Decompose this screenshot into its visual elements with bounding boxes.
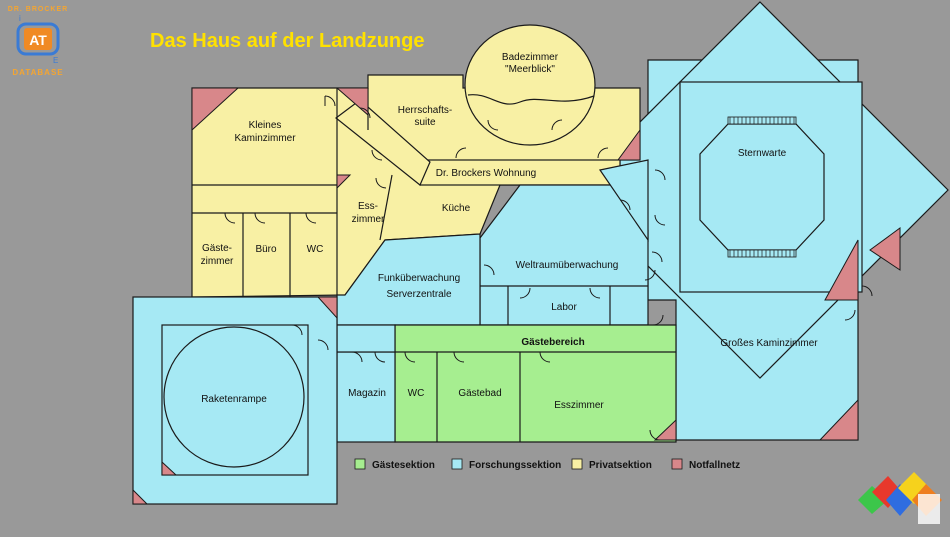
legend-swatch-gast xyxy=(354,458,366,470)
legend-label-forschung: Forschungssektion xyxy=(469,460,561,471)
label-gaestebereich: Gästebereich xyxy=(521,337,584,348)
notfallnetz-markers xyxy=(132,87,901,505)
door-arcs xyxy=(224,95,873,441)
logo-bottom-text: DATABASE xyxy=(12,68,63,77)
label-labor: Labor xyxy=(551,302,577,313)
label-kaminzimmer-klein-1: Kleines xyxy=(249,120,282,131)
label-gaestezimmer-1: Gäste- xyxy=(202,243,232,254)
label-gaestezimmer-2: zimmer xyxy=(201,256,234,267)
room-wohnung-corridor xyxy=(419,159,621,186)
label-sternwarte: Sternwarte xyxy=(738,148,787,159)
label-buero: Büro xyxy=(255,244,277,255)
label-esszimmer-privat-2: zimmer xyxy=(352,214,385,225)
corner-logo-icon xyxy=(858,472,942,524)
label-kaminzimmer-klein-2: Kaminzimmer xyxy=(234,133,296,144)
label-wc-privat: WC xyxy=(307,244,324,255)
label-badezimmer-2: "Meerblick" xyxy=(505,64,555,75)
legend-swatch-notfall xyxy=(671,458,683,470)
room-magazin xyxy=(336,351,396,443)
stair-lines xyxy=(729,117,795,257)
label-gaestebad: Gästebad xyxy=(458,388,501,399)
label-esszimmer-privat-1: Ess- xyxy=(358,201,378,212)
label-herrschaftssuite-2: suite xyxy=(414,117,436,128)
logo-frame xyxy=(16,22,60,56)
label-funk-1: Funküberwachung xyxy=(378,273,460,284)
room-badezimmer xyxy=(464,24,596,146)
label-wohnung: Dr. Brockers Wohnung xyxy=(436,168,536,179)
logo-top-text: DR. BROCKER xyxy=(8,6,68,13)
label-kueche: Küche xyxy=(442,203,471,214)
launch-pad-circle xyxy=(163,326,305,468)
logo-letter-e: E xyxy=(53,56,58,65)
label-magazin: Magazin xyxy=(348,388,386,399)
legend-label-notfall: Notfallnetz xyxy=(689,460,740,471)
label-funk-2: Serverzentrale xyxy=(386,289,451,300)
label-raketenrampe: Raketenrampe xyxy=(201,394,267,405)
label-kaminzimmer-gross: Großes Kaminzimmer xyxy=(720,338,818,349)
label-esszimmer-gast: Esszimmer xyxy=(554,400,604,411)
legend-label-gast: Gästesektion xyxy=(372,460,435,471)
label-badezimmer-1: Badezimmer xyxy=(502,52,559,63)
logo-letter-i: i xyxy=(19,14,21,23)
sternwarte-octagon xyxy=(699,123,825,251)
label-herrschaftssuite-1: Herrschafts- xyxy=(398,105,452,116)
legend-label-privat: Privatsektion xyxy=(589,460,652,471)
logo-plate xyxy=(24,28,52,50)
label-wc-gast: WC xyxy=(408,388,425,399)
logo-initials: AT xyxy=(29,32,47,48)
legend-swatch-privat xyxy=(571,458,583,470)
label-weltraum: Weltraumüberwachung xyxy=(516,260,619,271)
legend-swatch-forschung xyxy=(451,458,463,470)
plan-title: Das Haus auf der Landzunge xyxy=(150,30,425,52)
database-logo: DR. BROCKER AT i E DATABASE xyxy=(8,6,68,77)
corridor-diagonal xyxy=(335,99,431,186)
legend: Gästesektion Forschungssektion Privatsek… xyxy=(354,458,740,471)
